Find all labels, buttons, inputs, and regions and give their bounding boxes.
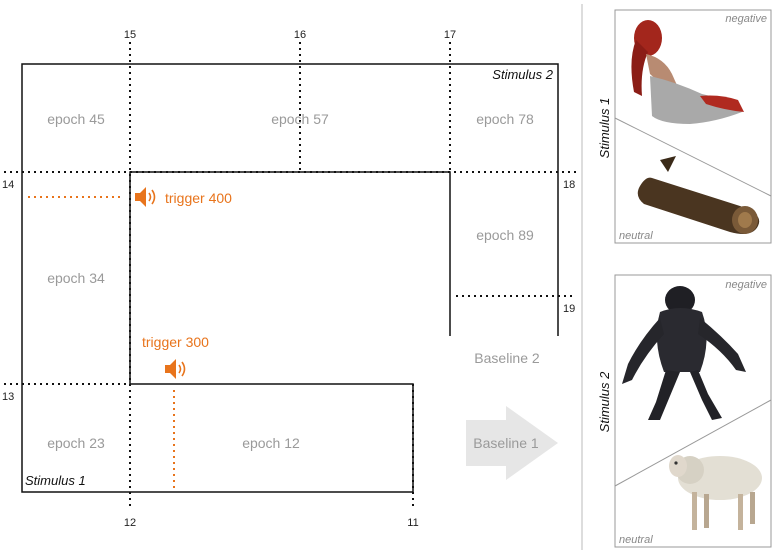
tick-19: 19 bbox=[563, 303, 575, 315]
tick-12: 12 bbox=[124, 517, 136, 529]
baseline-1-label: Baseline 1 bbox=[473, 435, 539, 451]
stimulus-1-neutral-label: neutral bbox=[619, 230, 653, 242]
baseline-2-label: Baseline 2 bbox=[474, 350, 540, 366]
stimulus-2-negative-label: negative bbox=[725, 279, 767, 291]
stimulus-1-panel-title: Stimulus 1 bbox=[597, 98, 612, 159]
stimulus-1-panel: negative neutral Stimulus 1 bbox=[597, 9, 772, 244]
baseline-1-arrow bbox=[466, 406, 558, 480]
werewolf-image bbox=[622, 286, 746, 420]
speaker-icon bbox=[165, 359, 186, 379]
speaker-icon bbox=[135, 187, 156, 207]
epoch-57-label: epoch 57 bbox=[271, 111, 329, 127]
tick-14: 14 bbox=[2, 179, 14, 191]
epoch-12-label: epoch 12 bbox=[242, 435, 300, 451]
tick-13: 13 bbox=[2, 391, 14, 403]
stimulus-2-label: Stimulus 2 bbox=[492, 67, 553, 82]
epoch-45-label: epoch 45 bbox=[47, 111, 105, 127]
log-image bbox=[637, 156, 760, 234]
tick-15: 15 bbox=[124, 29, 136, 41]
bloody-figure-image bbox=[631, 20, 744, 124]
epoch-89-label: epoch 89 bbox=[476, 227, 534, 243]
tick-17: 17 bbox=[444, 29, 456, 41]
epoch-34-label: epoch 34 bbox=[47, 270, 105, 286]
epoch-78-label: epoch 78 bbox=[476, 111, 534, 127]
stimulus-2-frame bbox=[21, 63, 559, 336]
tick-11: 11 bbox=[407, 517, 418, 529]
sheep-image bbox=[669, 455, 762, 530]
trigger-400-label: trigger 400 bbox=[165, 190, 232, 206]
stimulus-1-label: Stimulus 1 bbox=[25, 473, 86, 488]
stimulus-1-negative-label: negative bbox=[725, 13, 767, 25]
stimulus-2-neutral-label: neutral bbox=[619, 534, 653, 546]
stimulus-2-panel: negative neutral Stimulus 2 bbox=[597, 274, 772, 548]
tick-18: 18 bbox=[563, 179, 575, 191]
trigger-300-label: trigger 300 bbox=[142, 334, 209, 350]
epoch-23-label: epoch 23 bbox=[47, 435, 105, 451]
tick-16: 16 bbox=[294, 29, 306, 41]
stimulus-2-panel-title: Stimulus 2 bbox=[597, 371, 612, 432]
